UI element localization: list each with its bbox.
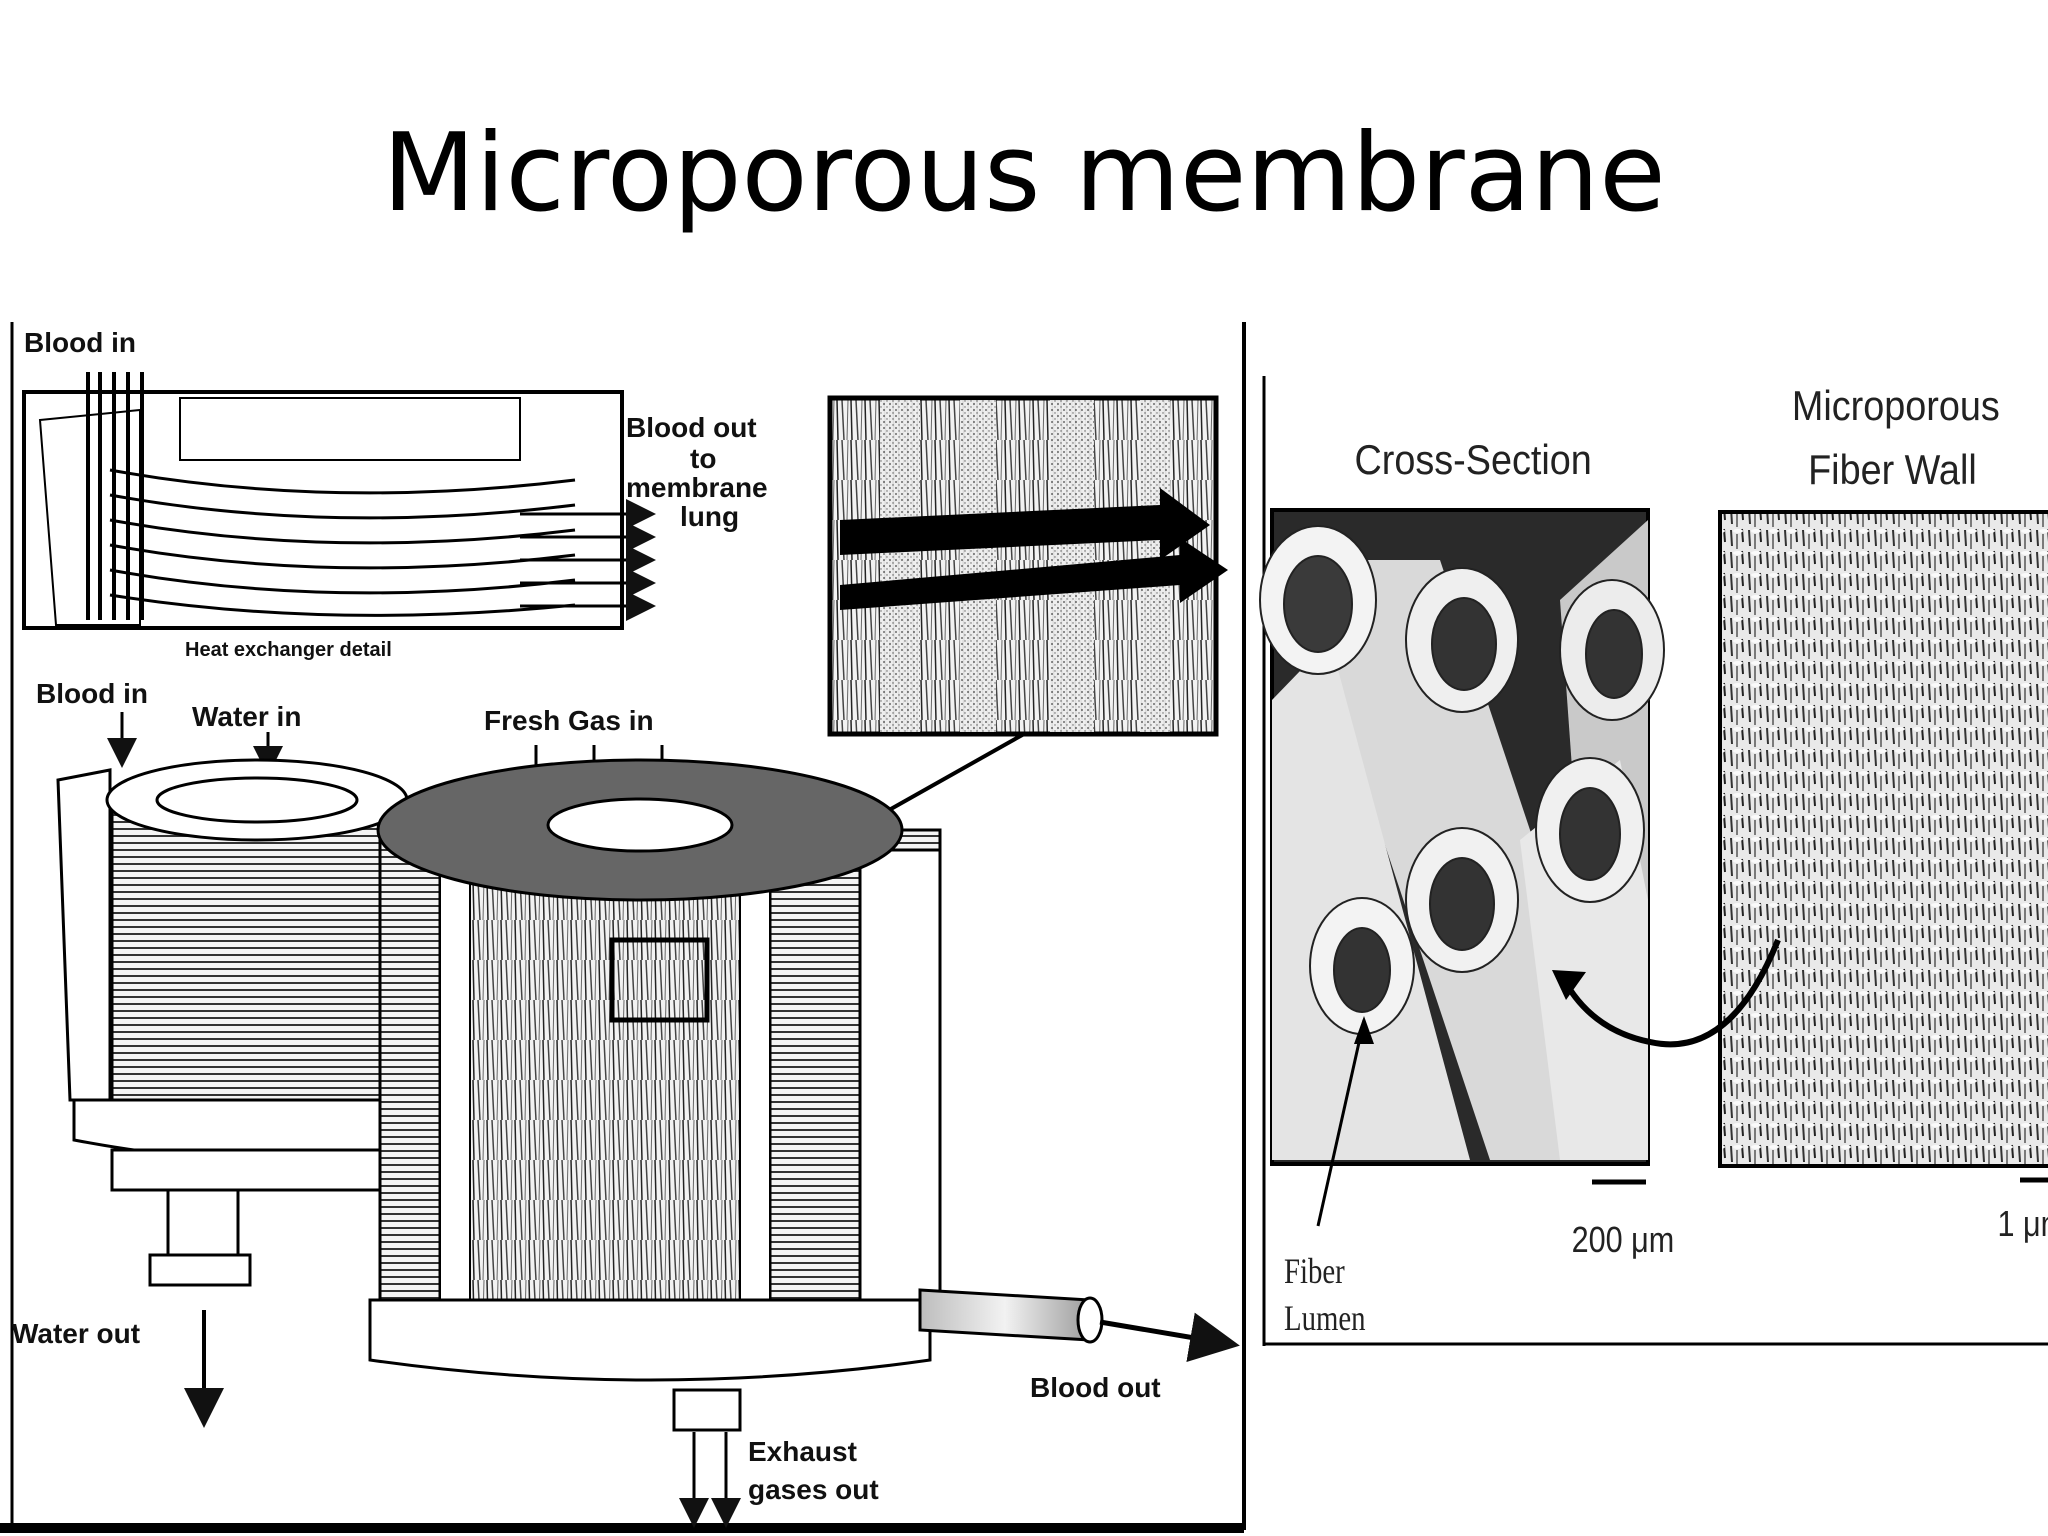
label-scale-1: 1 μm xyxy=(1998,1205,2048,1245)
label-fresh-gas-in: Fresh Gas in xyxy=(484,705,654,736)
label-water-in: Water in xyxy=(192,701,301,732)
label-gases-out: gases out xyxy=(748,1474,879,1505)
fiber-detail-inset xyxy=(827,395,1228,737)
label-microporous: Microporous xyxy=(1792,383,2000,429)
heat-exchanger-detail xyxy=(22,372,656,630)
label-scale-200: 200 μm xyxy=(1572,1221,1675,1261)
cross-section-micrograph xyxy=(1259,508,1665,1166)
label-blood-out: Blood out xyxy=(1030,1372,1161,1403)
svg-text:membrane: membrane xyxy=(626,472,768,503)
label-exhaust: Exhaust xyxy=(748,1436,857,1467)
label-heat-exchanger-detail: Heat exchanger detail xyxy=(185,639,392,661)
label-blood-out-to-lung: Blood out to membrane lung xyxy=(626,412,768,532)
label-water-out: Water out xyxy=(12,1318,140,1349)
label-blood-in-top: Blood in xyxy=(24,327,136,358)
membrane-lung-cylinder xyxy=(368,758,1104,1432)
fiber-wall-micrograph xyxy=(1718,510,2048,1168)
label-fiber-wall: Fiber Wall xyxy=(1808,447,1977,493)
svg-text:lung: lung xyxy=(680,501,739,532)
svg-text:to: to xyxy=(690,443,716,474)
label-fiber: Fiber xyxy=(1284,1252,1345,1292)
fiber-micrograph-panel: Cross-Section Microporous Fiber Wall xyxy=(1259,376,2048,1346)
label-blood-in: Blood in xyxy=(36,678,148,709)
lumen-pointer xyxy=(1316,1019,1366,1227)
svg-text:Blood out: Blood out xyxy=(626,412,757,443)
page-title: Microporous membrane xyxy=(382,111,1666,236)
oxygenator-diagram: Blood in xyxy=(0,322,1246,1533)
label-cross-section: Cross-Section xyxy=(1355,437,1592,483)
heat-exchanger-cylinder xyxy=(56,758,412,1287)
curved-arrow xyxy=(1559,938,1781,1048)
label-lumen: Lumen xyxy=(1284,1299,1366,1339)
